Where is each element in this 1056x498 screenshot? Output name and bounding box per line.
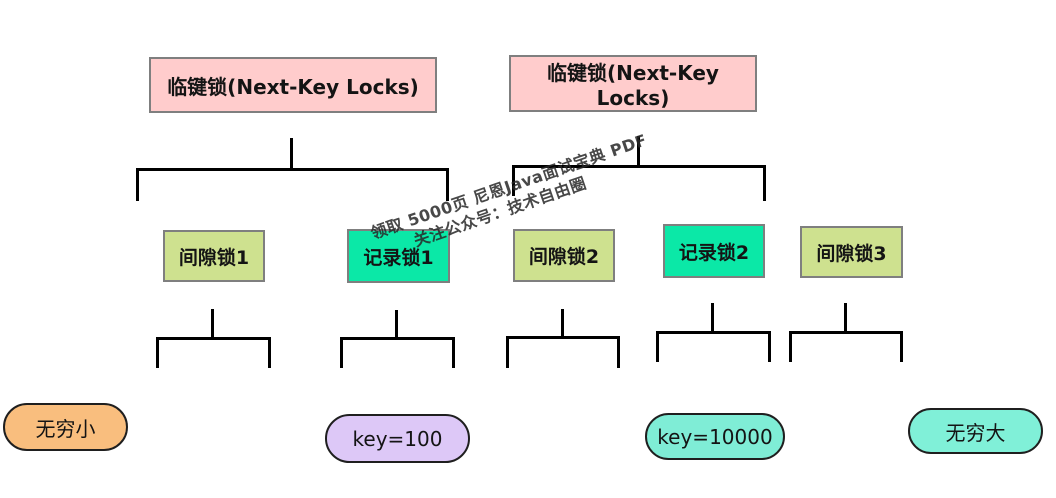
tree2-left-drop-connector — [512, 165, 515, 196]
record-lock-1-label: 记录锁1 — [363, 246, 434, 269]
bracket4-left-drop-connector — [656, 331, 659, 362]
gap-lock-1-node: 间隙锁1 — [163, 230, 265, 282]
bracket3-right-drop-connector — [617, 336, 620, 368]
negative-infinity-node: 无穷小 — [3, 403, 128, 451]
bracket2-horizontal-connector — [340, 337, 455, 340]
bracket4-stub-connector — [711, 303, 714, 333]
tree2-stub-connector — [637, 136, 640, 167]
gap-lock-2-node: 间隙锁2 — [513, 229, 615, 282]
bracket3-stub-connector — [561, 309, 564, 339]
watermark-line-1: 领取 5000页 尼恩Java面试宝典 PDF — [368, 130, 650, 243]
bracket2-left-drop-connector — [340, 337, 343, 368]
next-key-lock-node-2: 临键锁(Next-Key Locks) — [509, 55, 757, 112]
bracket1-stub-connector — [211, 309, 214, 339]
record-lock-2-node: 记录锁2 — [663, 224, 765, 278]
tree1-right-drop-connector — [446, 168, 449, 201]
bracket5-stub-connector — [844, 303, 847, 333]
positive-infinity-node: 无穷大 — [908, 408, 1043, 454]
gap-lock-3-node: 间隙锁3 — [800, 226, 903, 278]
tree1-left-drop-connector — [136, 168, 139, 201]
bracket1-horizontal-connector — [156, 337, 271, 340]
gap-lock-2-label: 间隙锁2 — [528, 246, 600, 268]
bracket2-stub-connector — [395, 310, 398, 339]
bracket3-left-drop-connector — [506, 336, 509, 368]
bracket5-right-drop-connector — [900, 331, 903, 362]
next-key-lock-node-1: 临键锁(Next-Key Locks) — [149, 57, 437, 113]
tree2-horizontal-connector — [512, 165, 766, 168]
bracket4-horizontal-connector — [656, 331, 771, 334]
bracket4-right-drop-connector — [768, 331, 771, 362]
positive-infinity-label: 无穷大 — [945, 420, 1006, 445]
key-100-label: key=100 — [352, 426, 443, 451]
record-lock-2-label: 记录锁2 — [678, 241, 750, 264]
bracket1-left-drop-connector — [156, 337, 159, 368]
tree1-stub-connector — [290, 138, 293, 170]
bracket1-right-drop-connector — [268, 337, 271, 368]
gap-lock-1-label: 间隙锁1 — [178, 246, 250, 269]
gap-lock-3-label: 间隙锁3 — [816, 242, 887, 265]
bracket2-right-drop-connector — [452, 337, 455, 368]
record-lock-1-node: 记录锁1 — [347, 229, 450, 283]
bracket5-left-drop-connector — [789, 331, 792, 362]
bracket3-horizontal-connector — [506, 336, 620, 339]
bracket5-horizontal-connector — [789, 331, 903, 334]
key-100-node: key=100 — [325, 414, 470, 463]
next-key-lock-node-2-label: 临键锁(Next-Key Locks) — [547, 61, 719, 110]
negative-infinity-label: 无穷小 — [35, 416, 96, 441]
next-key-lock-node-1-label: 临键锁(Next-Key Locks) — [167, 74, 419, 99]
key-10000-label: key=10000 — [657, 424, 773, 449]
key-10000-node: key=10000 — [645, 413, 785, 460]
tree2-right-drop-connector — [763, 165, 766, 201]
tree1-horizontal-connector — [136, 168, 449, 171]
